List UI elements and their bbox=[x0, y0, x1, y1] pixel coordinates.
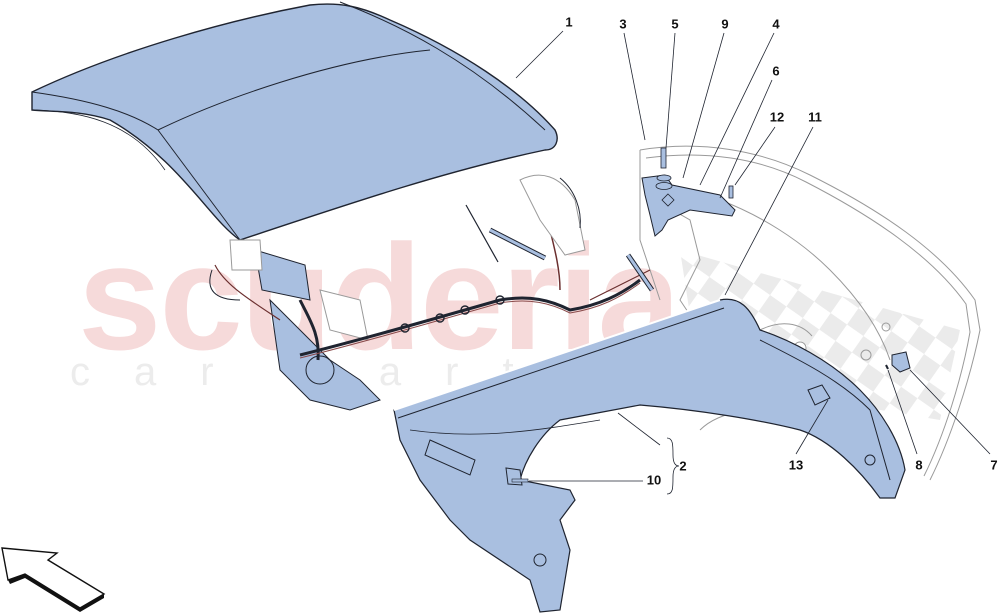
callout-9[interactable]: 9 bbox=[721, 16, 729, 32]
callout-6[interactable]: 6 bbox=[772, 63, 780, 79]
callout-8[interactable]: 8 bbox=[915, 457, 923, 473]
small-bracket-part-10 bbox=[505, 467, 529, 486]
callout-5[interactable]: 5 bbox=[671, 16, 679, 32]
wiring-harness bbox=[209, 229, 651, 359]
callout-13[interactable]: 13 bbox=[788, 457, 804, 473]
bracket-assembly bbox=[641, 147, 736, 237]
leader-lines bbox=[515, 30, 991, 495]
callout-10[interactable]: 10 bbox=[646, 472, 662, 488]
bumper-part-7 bbox=[885, 351, 911, 373]
callout-4[interactable]: 4 bbox=[772, 16, 780, 32]
callout-3[interactable]: 3 bbox=[619, 16, 627, 32]
direction-arrow-icon bbox=[1, 547, 106, 612]
rear-frame bbox=[393, 298, 906, 613]
callout-7[interactable]: 7 bbox=[990, 457, 998, 473]
callout-2[interactable]: 2 bbox=[679, 458, 687, 474]
right-hinge-mechanism bbox=[465, 174, 655, 292]
callout-1[interactable]: 1 bbox=[565, 14, 573, 30]
roof-panel bbox=[31, 1, 558, 241]
callout-11[interactable]: 11 bbox=[808, 109, 822, 125]
callout-12[interactable]: 12 bbox=[769, 109, 785, 125]
left-hinge-mechanism bbox=[229, 239, 381, 411]
